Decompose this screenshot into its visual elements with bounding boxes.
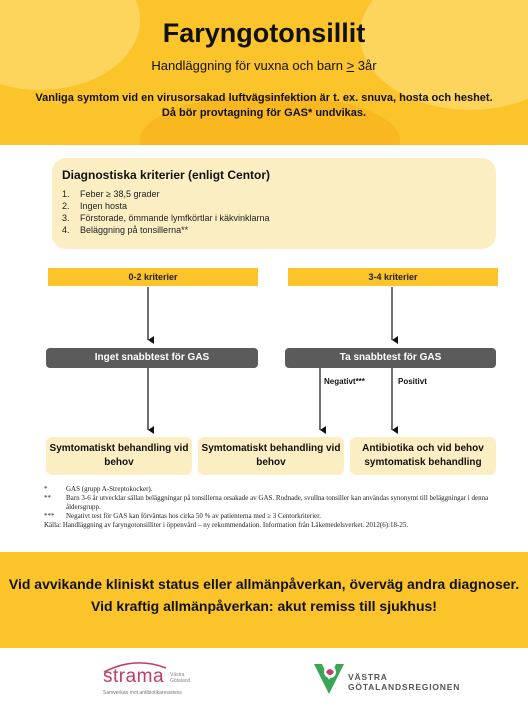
- page-subtitle: Handläggning för vuxna och barn > 3år: [151, 58, 377, 73]
- intro-text: Vanliga symtom vid en virusorsakad luftv…: [20, 91, 508, 121]
- outcome-symptomatic-negative: Symtomatiskt behandling vid behov: [198, 437, 344, 475]
- intro-line-1: Vanliga symtom vid en virusorsakad luftv…: [35, 92, 493, 104]
- criteria-0-2-bar: 0-2 kriterier: [48, 268, 258, 286]
- intro-line-2: Då bör provtagning för GAS* undvikas.: [161, 107, 367, 119]
- warning-band: [0, 552, 528, 648]
- vgr-logo-icon: [314, 664, 344, 694]
- criteria-item: 3.Förstorade, ömmande lymfkörtlar i käkv…: [62, 213, 270, 223]
- source-citation: Källa: Handläggning av faryngotonsillite…: [44, 521, 409, 529]
- warning-line-2: Vid kraftig allmänpåverkan: akut remiss …: [91, 598, 437, 614]
- criteria-3-4-bar: 3-4 kriterier: [288, 268, 498, 286]
- criteria-item: 1.Feber ≥ 38,5 grader: [62, 189, 160, 199]
- outcome-antibiotics: Antibiotika och vid behov symtomatisk be…: [350, 437, 496, 475]
- vgr-logo-text: VÄSTRA GÖTALANDSREGIONEN: [348, 672, 461, 692]
- strama-swoosh-icon: [103, 662, 167, 673]
- criteria-item: 2.Ingen hosta: [62, 201, 128, 211]
- criteria-list: 1.Feber ≥ 38,5 grader 2.Ingen hosta 3.Fö…: [62, 188, 270, 236]
- negative-label: Negativt***: [324, 377, 365, 386]
- positive-label: Positivt: [398, 377, 427, 386]
- warning-line-1: Vid avvikande kliniskt status eller allm…: [8, 576, 520, 592]
- footnote: ***Negativt test för GAS kan förväntas h…: [44, 512, 321, 520]
- strama-logo-text: strama: [103, 666, 165, 687]
- footnote: *GAS (grupp A-Streptokocker).: [44, 485, 153, 493]
- criteria-box: [52, 158, 496, 249]
- criteria-item: 4.Beläggning på tonsillerna**: [62, 225, 189, 235]
- strama-tagline: Samverkan mot antibiotikaresistens: [103, 690, 182, 696]
- footnotes: *GAS (grupp A-Streptokocker). **Barn 3-6…: [44, 485, 504, 530]
- outcome-symptomatic-left: Symtomatiskt behandling vid behov: [46, 437, 192, 475]
- header-band: [0, 0, 528, 145]
- criteria-title: Diagnostiska kriterier (enligt Centor): [62, 168, 271, 182]
- footnote: **Barn 3-6 år utvecklar sällan beläggnin…: [44, 494, 489, 511]
- rapid-test-bar: Ta snabbtest för GAS: [285, 348, 496, 368]
- no-rapid-test-bar: Inget snabbtest för GAS: [46, 348, 258, 368]
- page-title: Faryngotonsillit: [162, 18, 366, 48]
- strama-region: Västra Götaland: [170, 672, 191, 684]
